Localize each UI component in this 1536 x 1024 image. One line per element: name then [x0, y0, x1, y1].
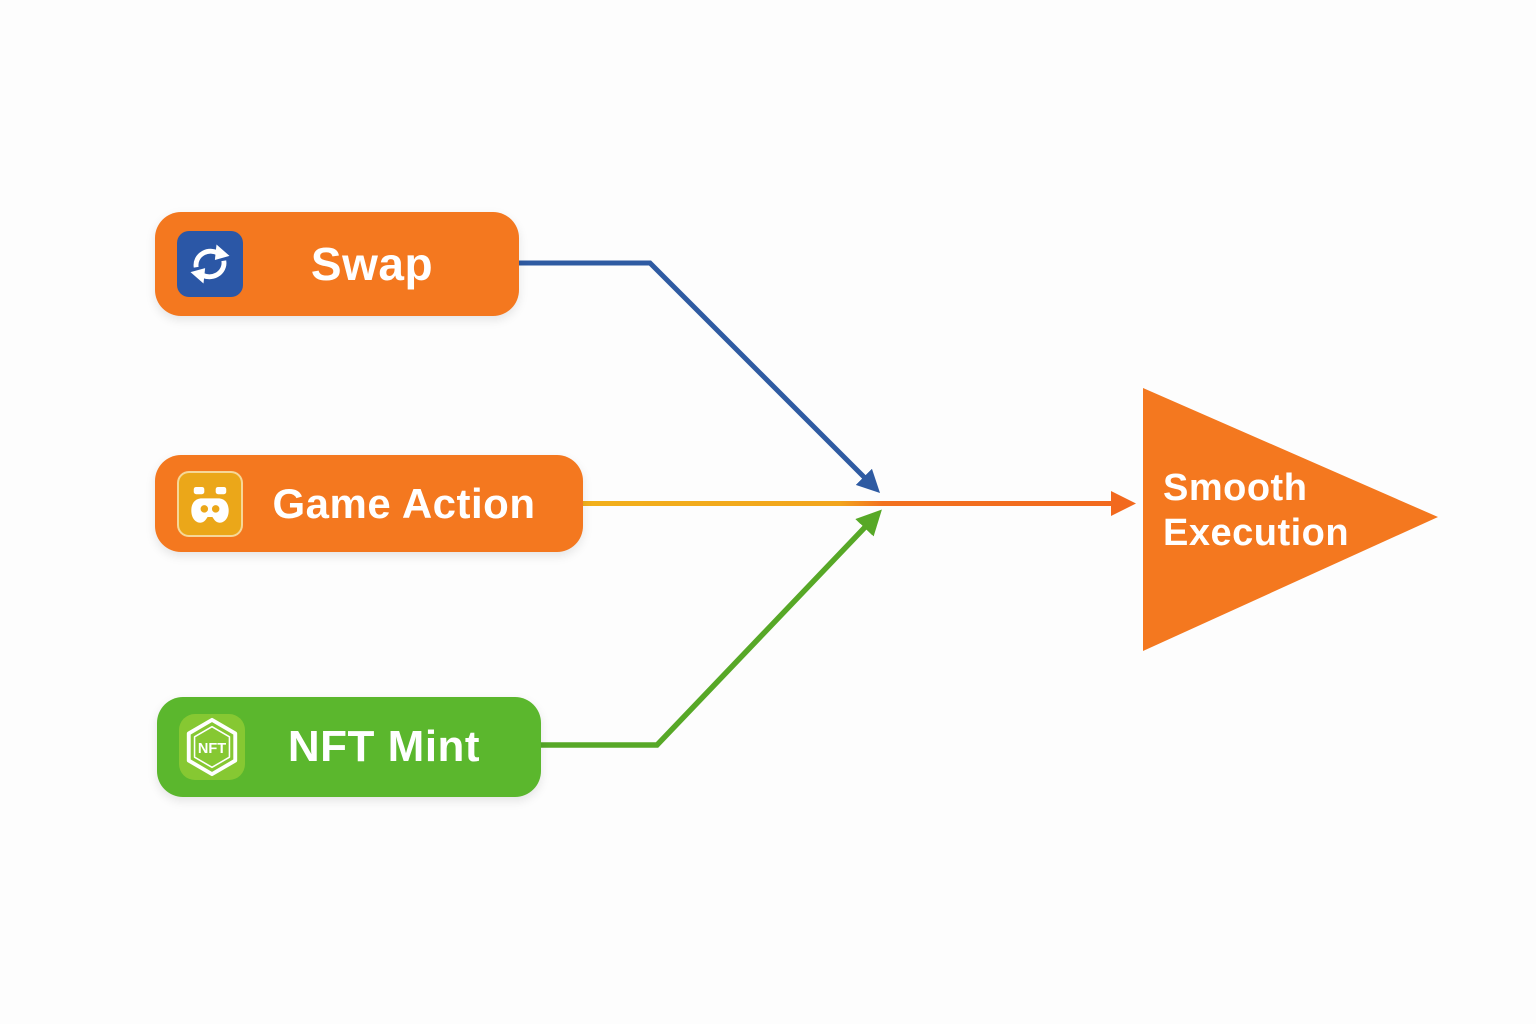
node-nft-mint-label: NFT Mint: [287, 722, 481, 771]
connector-swap: [519, 260, 881, 494]
nft-icon-text: NFT: [198, 741, 226, 757]
node-game-action-label: Game Action: [272, 479, 536, 527]
nft-hexagon-icon: NFT: [179, 714, 245, 780]
node-nft-mint: NFT NFT Mint: [157, 697, 541, 797]
smooth-execution-label: Smooth Execution: [1163, 467, 1350, 554]
smooth-execution-triangle: [1143, 388, 1438, 651]
gamepad-icon: [177, 470, 243, 537]
connector-nft-mint: [541, 509, 882, 748]
node-game-action: Game Action: [155, 455, 583, 552]
swap-icon: [177, 231, 243, 297]
node-swap: Swap: [155, 212, 519, 316]
node-swap-label: Swap: [310, 238, 434, 290]
